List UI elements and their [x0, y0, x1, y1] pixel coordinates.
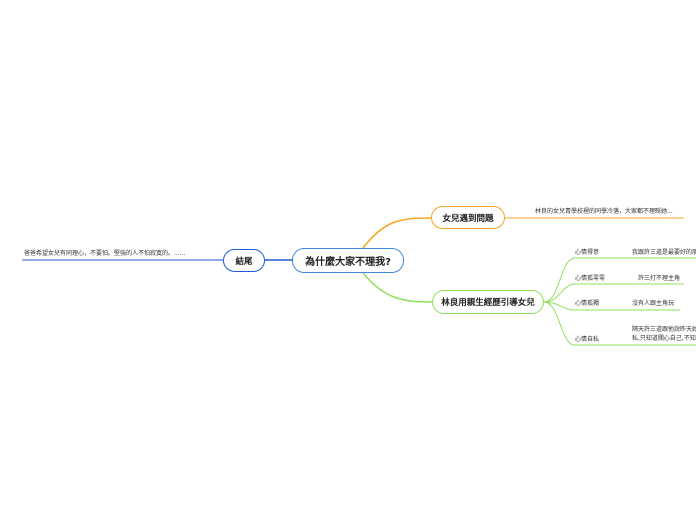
subtopic-4-note[interactable]: 隔天許三道跟他說昨天她 私,只知道關心自己,不知道 — [632, 325, 696, 343]
topic-guide-label: 林良用親生經歷引導女兒 — [441, 298, 535, 308]
topic-guide[interactable]: 林良用親生經歷引導女兒 — [432, 290, 544, 314]
connector-guide-sub-4 — [543, 301, 601, 346]
problem-note[interactable]: 林良的女兒青學校裡的同學冷落，大家都不理睬她... — [535, 208, 673, 215]
topic-ending-label: 結尾 — [235, 256, 253, 267]
connector-guide-sub-2 — [543, 283, 607, 303]
connector-guide-sub-3 — [543, 301, 601, 311]
subtopic-3[interactable]: 心情孤獨 — [575, 300, 600, 307]
topic-ending[interactable]: 結尾 — [223, 249, 265, 272]
topic-problem-label: 女兒遇到問題 — [442, 213, 494, 224]
subtopic-4[interactable]: 心情自私 — [575, 336, 600, 343]
central-topic-label: 為什麼大家不理我? — [305, 257, 391, 268]
subtopic-4-note-line-1: 隔天許三道跟他說昨天她 — [632, 326, 696, 333]
topic-problem[interactable]: 女兒遇到問題 — [431, 206, 505, 229]
ending-note[interactable]: 爸爸希望女兒有同理心，不要怕。堅強的人不怕寂寞的。...... — [24, 250, 186, 257]
subtopic-1[interactable]: 心情得意 — [575, 249, 600, 256]
connector-guide-sub-1 — [543, 257, 603, 303]
connector-central-problem — [362, 217, 432, 249]
subtopic-3-note[interactable]: 沒有人跟主角玩 — [632, 300, 675, 307]
subtopic-4-note-line-2: 私,只知道關心自己,不知道 — [632, 335, 696, 342]
subtopic-2[interactable]: 心情孤零零 — [575, 275, 606, 282]
subtopic-1-note[interactable]: 我跟許三道是最要好的朋友 — [632, 249, 696, 256]
central-topic[interactable]: 為什麼大家不理我? — [292, 248, 404, 273]
subtopic-2-note[interactable]: 許三打不理主角 — [638, 275, 681, 282]
connector-central-guide — [362, 272, 433, 303]
